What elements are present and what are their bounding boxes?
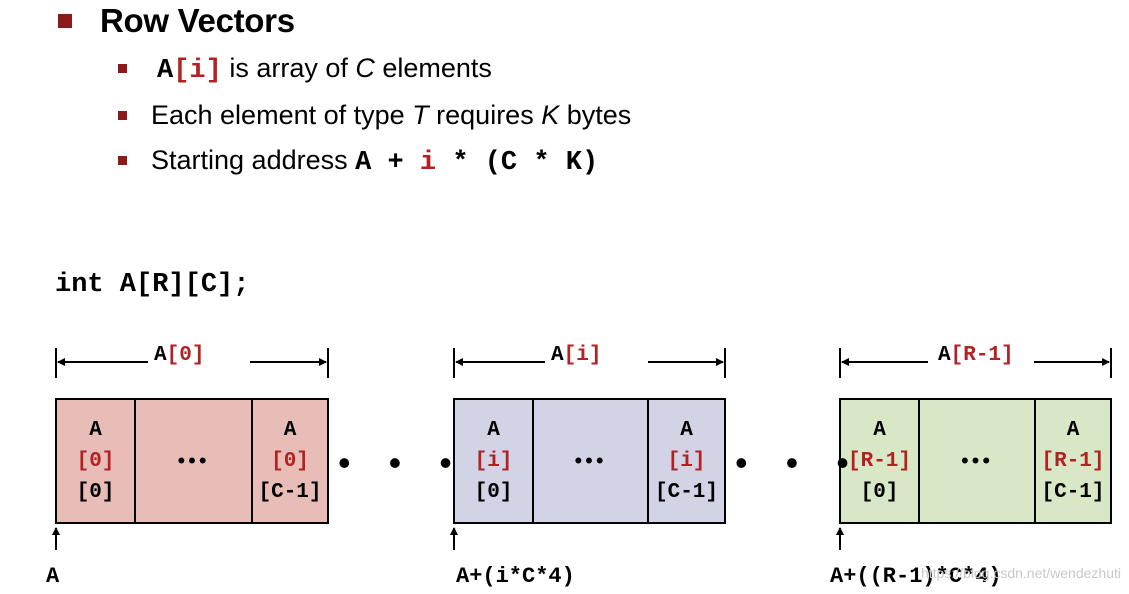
bullet-text: Each element of type <box>151 100 413 130</box>
row-block-r1: A [R-1] [0] ••• A [R-1] [C-1] <box>839 398 1112 524</box>
bullet-3: Starting address A + i * (C * K) <box>151 145 598 178</box>
bullet-2: Each element of type T requires K bytes <box>151 100 631 131</box>
bullet-italic: K <box>541 100 560 130</box>
code-array: A <box>157 56 174 86</box>
ellipsis-cell: ••• <box>920 400 1036 522</box>
row-label-i: A[i] <box>545 344 608 367</box>
bullet-icon <box>118 64 127 73</box>
row-label-0: A[0] <box>148 344 211 367</box>
address-label-r1: A+((R-1)*C*4) <box>830 564 1002 589</box>
span-arrow-row-i <box>453 348 726 378</box>
bullet-icon <box>118 111 127 120</box>
row-label-r1: A[R-1] <box>932 344 1020 367</box>
bullet-italic: C <box>355 53 375 83</box>
watermark: https://blog.csdn.net/wendezhuti <box>920 565 1121 581</box>
element-cell: A [R-1] [C-1] <box>1041 418 1105 504</box>
bullet-text: bytes <box>559 100 632 130</box>
code-index: i <box>419 148 437 178</box>
code-expression: A + <box>355 148 420 178</box>
array-declaration: int A[R][C]; <box>55 270 250 300</box>
code-expression: * (C * K) <box>436 148 599 178</box>
bullet-text: is array of <box>221 53 356 83</box>
row-block-0: A [0] [0] ••• A [0] [C-1] <box>55 398 329 524</box>
address-label-i: A+(i*C*4) <box>456 564 575 589</box>
code-index: [i] <box>173 56 222 86</box>
between-rows-ellipsis: • • • <box>338 442 466 483</box>
element-cell: A [i] [0] <box>455 400 534 522</box>
ellipsis-cell: ••• <box>136 400 253 522</box>
element-cell: A [i] [C-1] <box>654 418 718 504</box>
element-cell: A [0] [0] <box>57 400 136 522</box>
bullet-text: Starting address <box>151 145 356 175</box>
bullet-1: A[i] is array of C elements <box>157 53 492 86</box>
bullet-text: elements <box>374 53 492 83</box>
element-cell: A [R-1] [0] <box>841 400 920 522</box>
bullet-italic: T <box>412 100 429 130</box>
span-arrow-row-0 <box>55 348 329 378</box>
between-rows-ellipsis: • • • <box>735 442 863 483</box>
heading-bullet-icon <box>58 14 72 28</box>
element-cell: A [0] [C-1] <box>258 418 322 504</box>
bullet-text: requires <box>428 100 542 130</box>
bullet-icon <box>118 156 127 165</box>
heading: Row Vectors <box>100 2 295 39</box>
ellipsis-cell: ••• <box>534 400 649 522</box>
row-block-i: A [i] [0] ••• A [i] [C-1] <box>453 398 726 524</box>
span-arrow-row-r1 <box>839 348 1112 378</box>
address-label-0: A <box>46 564 60 589</box>
